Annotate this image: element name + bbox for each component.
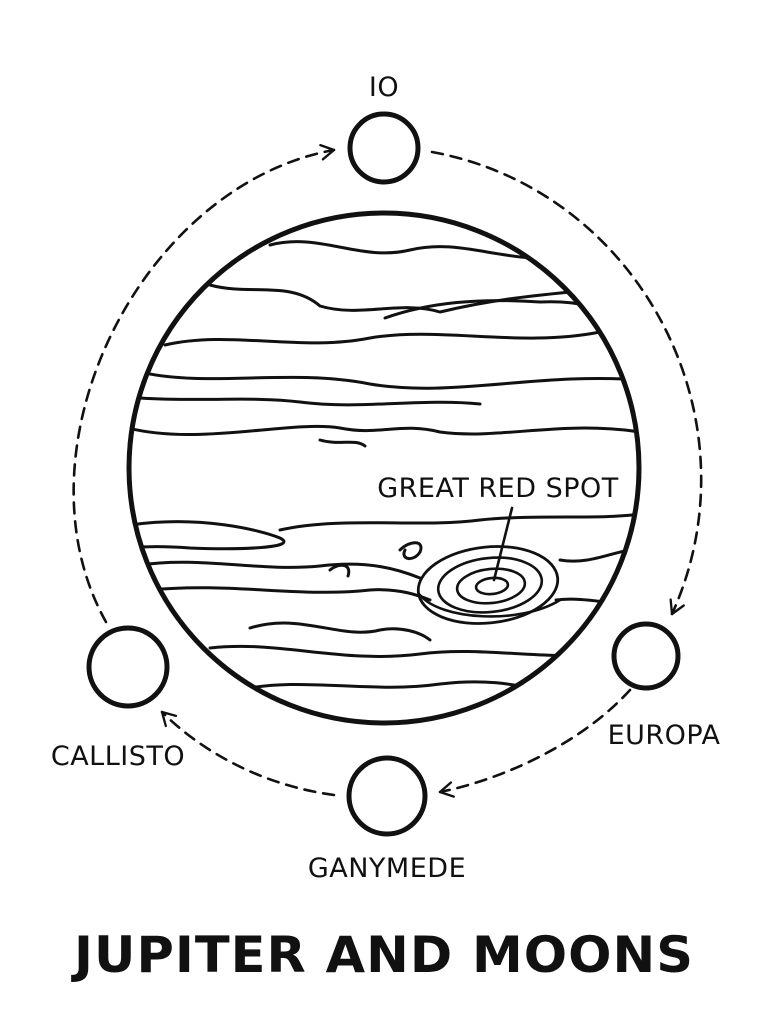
great-red-spot xyxy=(416,506,562,625)
moon-callisto: CALLISTO xyxy=(51,625,185,772)
orbit-arc-europa-to-ganymede xyxy=(438,688,632,798)
moon-io-label: IO xyxy=(369,72,399,103)
orbit-arc-callisto-to-io xyxy=(72,143,336,624)
moon-callisto-label: CALLISTO xyxy=(51,741,185,772)
cloud-bands xyxy=(129,240,639,692)
great-red-spot-pointer xyxy=(492,506,514,582)
moon-ganymede-label: GANYMEDE xyxy=(308,853,466,884)
moon-callisto-body xyxy=(86,625,170,709)
moon-ganymede-body xyxy=(346,755,428,837)
great-red-spot-label: GREAT RED SPOT xyxy=(377,473,619,504)
moon-europa-body xyxy=(611,621,681,691)
moon-ganymede: GANYMEDE xyxy=(308,755,466,884)
moon-io: IO xyxy=(347,72,421,185)
jupiter-outline xyxy=(126,210,642,726)
orbit-path xyxy=(72,143,703,798)
page-title: JUPITER AND MOONS xyxy=(71,926,694,984)
moon-io-body xyxy=(347,111,421,185)
orbit-arc-io-to-europa xyxy=(430,150,703,616)
jupiter-planet xyxy=(126,210,642,726)
moon-europa: EUROPA xyxy=(608,621,721,751)
orbit-arc-ganymede-to-callisto xyxy=(160,710,336,797)
moon-europa-label: EUROPA xyxy=(608,720,721,751)
